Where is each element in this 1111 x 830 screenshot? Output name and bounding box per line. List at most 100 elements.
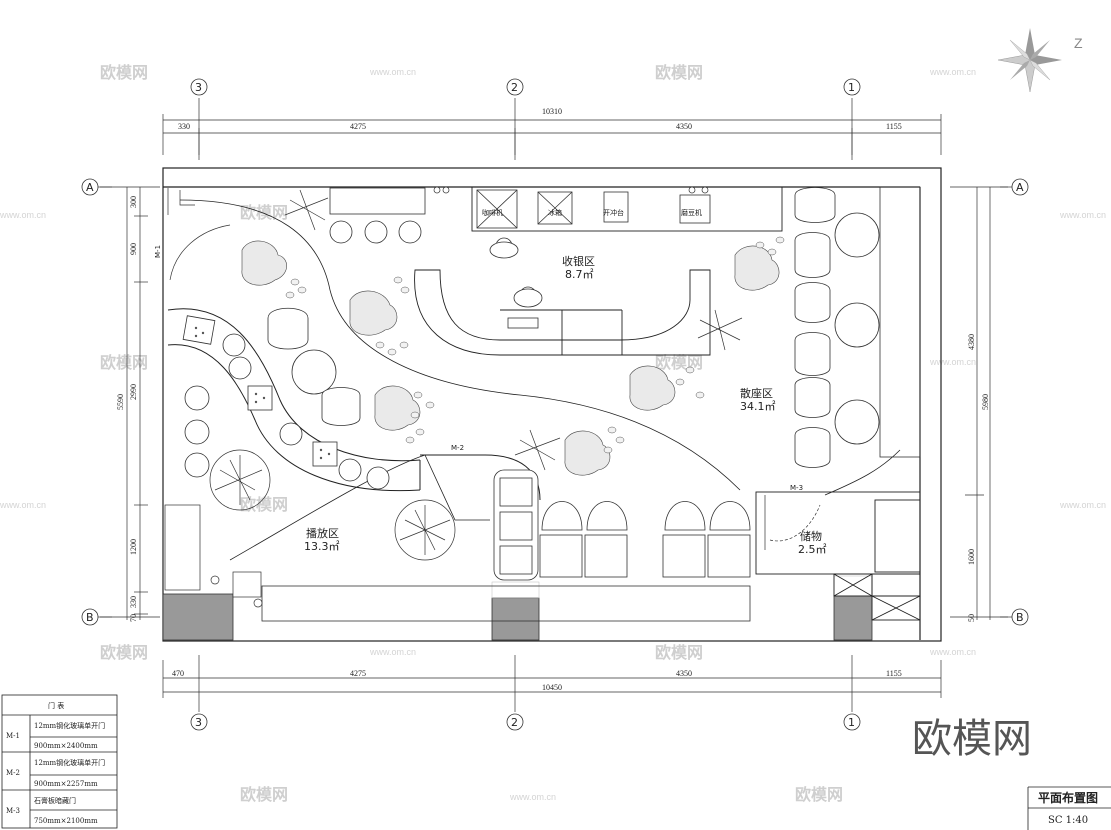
window-seating [261,469,751,622]
dim-bottom-total: 10450 [542,683,562,692]
drawing-title: 平面布置图 [1038,790,1098,805]
watermark-logo: 欧模网 [655,353,703,372]
right-axis-bubbles [1011,178,1029,626]
dim-top-seg: 4275 [350,122,366,131]
door-table-size: 900mm×2257mm [34,780,98,788]
watermark-logo: 欧模网 [655,63,703,82]
wall-bench [329,187,426,215]
watermark-big-logo: 欧模网 [912,716,1032,762]
zone-name-booth: 播放区 [306,526,339,540]
door-table-size: 750mm×2100mm [34,817,98,825]
floor-pattern-curves [179,199,901,561]
north-compass-icon: Z [997,28,1083,93]
dim-left-seg: 2990 [129,384,138,400]
zone-area-cashier: 8.7㎡ [565,268,594,281]
title-block [1027,786,1111,830]
axis-label: A [86,181,94,194]
watermark-logo: 欧模网 [795,785,843,804]
axis-label: B [1016,611,1024,624]
watermark-logo: 欧模网 [240,785,288,804]
bottom-axis-bubbles [190,713,861,731]
door-tag: M-1 [154,245,162,258]
left-axis-bubbles [81,178,99,626]
dim-right-total: 5980 [981,394,990,410]
watermark-site: www.om.cn [509,792,556,802]
stools [167,220,422,561]
dim-bottom-seg: 4275 [350,669,366,678]
watermark-site: www.om.cn [929,357,976,367]
column-hatch [491,575,873,599]
cashier-counter [414,186,783,356]
axis-label: 1 [848,716,855,729]
dim-left-seg: 900 [129,243,138,255]
watermark-logo: 欧模网 [100,63,148,82]
door-table-desc: 12mm钢化玻璃单开门 [34,721,105,730]
equipment-label: 冰箱 [548,208,562,217]
zone-name-cashier: 收银区 [562,254,595,268]
zone-area-booth: 13.3㎡ [304,540,340,553]
dim-top-seg: 1155 [886,122,902,131]
watermark-site: www.om.cn [1059,500,1106,510]
drawing-scale: SC 1:40 [1048,815,1088,826]
dim-left-seg: 330 [129,596,138,608]
dim-left-seg: 70 [129,614,138,622]
staff-figure-icon [489,237,543,329]
dim-right-seg: 50 [967,614,976,622]
dim-left-seg: 300 [129,196,138,208]
dim-top-seg: 4350 [676,122,692,131]
right-dimension-chain [950,186,1008,620]
zone-area-lounge: 34.1㎡ [740,400,776,413]
floor-dots [285,236,785,454]
watermark-site: www.om.cn [369,647,416,657]
watermark-site: www.om.cn [929,67,976,77]
lounge-chairs-left [267,307,361,426]
zone-area-storage: 2.5㎡ [798,543,827,556]
watermark-logo: 欧模网 [240,495,288,514]
dim-bottom-seg: 1155 [886,669,902,678]
booth-cushions [182,315,338,467]
axis-label: A [1016,181,1024,194]
door-tag: M-3 [790,484,803,492]
watermark-site: www.om.cn [1059,210,1106,220]
axis-label: 2 [511,81,518,94]
bottom-dimension-chain [162,655,942,712]
zone-name-storage: 储物 [800,529,822,543]
dim-left-total: 5590 [116,394,125,410]
storage-room [755,491,921,621]
door-schedule-table [1,694,118,829]
watermark-site: www.om.cn [929,647,976,657]
axis-label: B [86,611,94,624]
watermark-logo: 欧模网 [240,203,288,222]
axis-label: 2 [511,716,518,729]
floor-stones [241,240,780,476]
watermark-site: www.om.cn [0,500,46,510]
small-fixtures [164,186,709,608]
equipment-label: 开冲台 [603,208,624,217]
zone-name-lounge: 散座区 [740,386,773,400]
door-table-code: M-2 [6,769,20,777]
door-table-desc: 石膏板暗藏门 [34,796,76,805]
axis-label: 3 [195,81,202,94]
watermark-site: www.om.cn [369,67,416,77]
door-table-title: 门 表 [48,701,64,710]
equipment-label: 磨豆机 [681,208,702,217]
door-table-code: M-3 [6,807,20,815]
lounge-furniture [794,186,921,468]
plant-icon [209,189,743,561]
axis-label: 3 [195,716,202,729]
dim-bottom-seg: 470 [172,669,184,678]
top-dimension-chain [162,98,942,160]
watermark-logo: 欧模网 [655,643,703,662]
cushion-dots [194,326,331,460]
door-tag: M-2 [451,444,464,452]
watermark-layer: 欧模网 www.om.cn 欧模网 www.om.cn 欧模网 www.om.c… [0,63,1106,804]
curved-booth-bench [167,308,541,501]
compass-letter: Z [1074,35,1083,51]
equipment-boxes [476,189,711,229]
equipment-label: 咖啡机 [482,208,503,217]
door-swings [167,188,821,550]
axis-label: 1 [848,81,855,94]
dim-top-seg: 330 [178,122,190,131]
door-table-desc: 12mm钢化玻璃单开门 [34,758,105,767]
watermark-logo: 欧模网 [100,353,148,372]
